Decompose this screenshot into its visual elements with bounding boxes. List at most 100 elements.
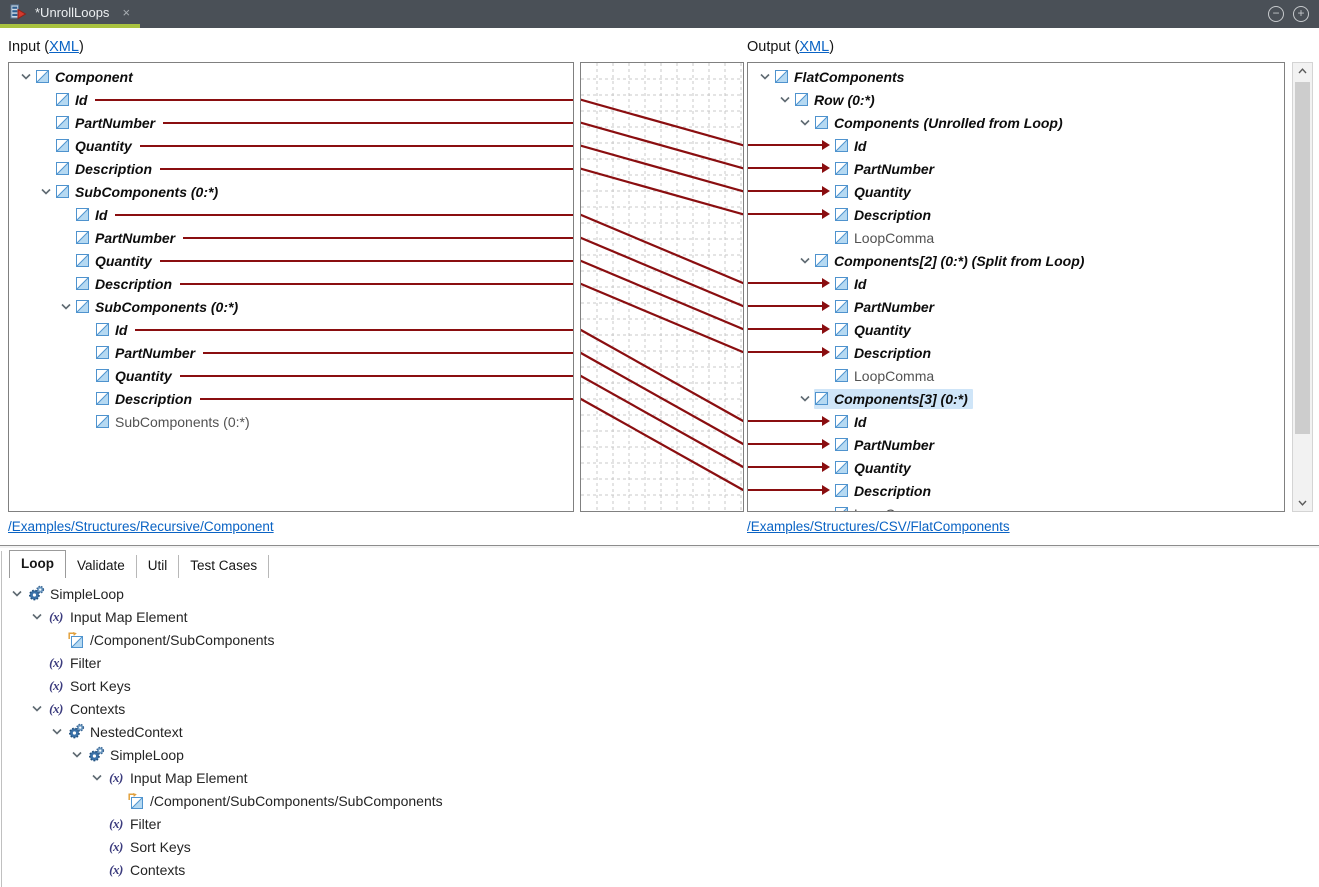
zoom-in-button[interactable]: +	[1293, 6, 1309, 22]
output-scrollbar[interactable]	[1292, 62, 1313, 512]
xml-element-icon	[775, 70, 788, 83]
tree-row[interactable]: PartNumber	[9, 226, 573, 249]
tree-row[interactable]: Description	[9, 387, 573, 410]
mapping-canvas[interactable]	[580, 62, 744, 512]
xml-element-icon	[835, 231, 848, 244]
tree-row[interactable]: Description	[9, 157, 573, 180]
loop-tree-row[interactable]: (x)Filter	[0, 651, 1319, 674]
tree-row[interactable]: LoopComma	[748, 502, 1284, 511]
output-structure-path-link[interactable]: /Examples/Structures/CSV/FlatComponents	[747, 519, 1010, 534]
loop-tree-row[interactable]: /Component/SubComponents/SubComponents	[0, 789, 1319, 812]
document-tab[interactable]: *UnrollLoops ×	[0, 0, 141, 28]
tree-row[interactable]: Description	[748, 479, 1284, 502]
tab-util[interactable]: Util	[137, 555, 180, 578]
chevron-down-icon[interactable]	[776, 96, 794, 103]
chevron-down-icon[interactable]	[28, 705, 46, 712]
input-structure-path-link[interactable]: /Examples/Structures/Recursive/Component	[8, 519, 274, 534]
tree-row[interactable]: Quantity	[9, 134, 573, 157]
mapping-connection-line[interactable]	[581, 282, 743, 354]
tree-row[interactable]: PartNumber	[748, 295, 1284, 318]
chevron-down-icon[interactable]	[28, 613, 46, 620]
tree-row[interactable]: Id	[9, 88, 573, 111]
chevron-down-icon[interactable]	[68, 751, 86, 758]
tree-row[interactable]: Quantity	[748, 456, 1284, 479]
tree-row[interactable]: Quantity	[748, 318, 1284, 341]
mapping-connection-line[interactable]	[581, 328, 743, 423]
tree-row[interactable]: LoopComma	[748, 364, 1284, 387]
loop-tree-row[interactable]: (x)Contexts	[0, 697, 1319, 720]
tab-test-cases[interactable]: Test Cases	[179, 555, 270, 578]
scroll-down-icon[interactable]	[1293, 495, 1312, 511]
mapping-connection-line[interactable]	[581, 121, 743, 170]
tree-row[interactable]: PartNumber	[9, 111, 573, 134]
tree-row[interactable]: Id	[9, 203, 573, 226]
tree-row[interactable]: Quantity	[748, 180, 1284, 203]
mapping-connection-line[interactable]	[581, 167, 743, 216]
tree-row[interactable]: PartNumber	[748, 433, 1284, 456]
scroll-up-icon[interactable]	[1293, 63, 1312, 79]
xml-element-icon	[795, 93, 808, 106]
mapping-connection-line[interactable]	[581, 259, 743, 331]
tree-row[interactable]: Component	[9, 65, 573, 88]
tree-row[interactable]: PartNumber	[9, 341, 573, 364]
scrollbar-thumb[interactable]	[1295, 82, 1310, 434]
mapping-connection-line[interactable]	[581, 397, 743, 492]
indent-spacer	[748, 398, 796, 399]
chevron-down-icon[interactable]	[796, 119, 814, 126]
loop-tree-row[interactable]: (x)Input Map Element	[0, 766, 1319, 789]
zoom-out-button[interactable]: −	[1268, 6, 1284, 22]
mapping-connection-line[interactable]	[581, 98, 743, 147]
tree-row[interactable]: Components (Unrolled from Loop)	[748, 111, 1284, 134]
chevron-down-icon[interactable]	[57, 303, 75, 310]
tree-row[interactable]: LoopComma	[748, 226, 1284, 249]
tree-row[interactable]: Quantity	[9, 364, 573, 387]
chevron-down-icon[interactable]	[37, 188, 55, 195]
tree-row[interactable]: Description	[748, 203, 1284, 226]
horizontal-splitter[interactable]	[0, 545, 1319, 548]
chevron-down-icon[interactable]	[48, 728, 66, 735]
mapping-connection-line[interactable]	[581, 236, 743, 308]
loop-tree-row[interactable]: (x)Sort Keys	[0, 674, 1319, 697]
chevron-down-icon[interactable]	[796, 395, 814, 402]
tree-row[interactable]: PartNumber	[748, 157, 1284, 180]
chevron-down-icon[interactable]	[796, 257, 814, 264]
tree-item-label: LoopComma	[854, 229, 935, 246]
tree-row[interactable]: SubComponents (0:*)	[9, 180, 573, 203]
tree-row[interactable]: Quantity	[9, 249, 573, 272]
loop-tree-row[interactable]: (x)Filter	[0, 812, 1319, 835]
loop-tree-row[interactable]: (x)Contexts	[0, 858, 1319, 881]
loop-tree-row[interactable]: SimpleLoop	[0, 743, 1319, 766]
mapping-connection-line[interactable]	[581, 351, 743, 446]
tree-row[interactable]: Id	[748, 410, 1284, 433]
mapping-connection-line[interactable]	[581, 144, 743, 193]
chevron-down-icon[interactable]	[88, 774, 106, 781]
tree-row[interactable]: Id	[748, 272, 1284, 295]
chevron-down-icon[interactable]	[756, 73, 774, 80]
tree-row[interactable]: SubComponents (0:*)	[9, 295, 573, 318]
loop-tree-row[interactable]: /Component/SubComponents	[0, 628, 1319, 651]
loop-tree-row[interactable]: (x)Sort Keys	[0, 835, 1319, 858]
tree-row[interactable]: Components[3] (0:*)	[748, 387, 1284, 410]
tab-validate[interactable]: Validate	[66, 555, 137, 578]
tree-row[interactable]: Description	[748, 341, 1284, 364]
tree-row[interactable]: Description	[9, 272, 573, 295]
mapping-arrow	[748, 301, 830, 311]
mapping-connection-line[interactable]	[581, 374, 743, 469]
tree-row[interactable]: Id	[9, 318, 573, 341]
loop-tree-row[interactable]: NestedContext	[0, 720, 1319, 743]
tab-loop[interactable]: Loop	[9, 550, 66, 578]
tree-row[interactable]: Id	[748, 134, 1284, 157]
tree-row[interactable]: Row (0:*)	[748, 88, 1284, 111]
loop-tree-row[interactable]: SimpleLoop	[0, 582, 1319, 605]
chevron-down-icon[interactable]	[17, 73, 35, 80]
input-xml-link[interactable]: XML	[49, 39, 79, 55]
tree-row[interactable]: Components[2] (0:*) (Split from Loop)	[748, 249, 1284, 272]
mapping-connection-line[interactable]	[581, 213, 743, 285]
close-tab-icon[interactable]: ×	[122, 4, 131, 20]
tree-row[interactable]: FlatComponents	[748, 65, 1284, 88]
tree-row[interactable]: SubComponents (0:*)	[9, 410, 573, 433]
chevron-down-icon[interactable]	[8, 590, 26, 597]
loop-tree-row[interactable]: (x)Input Map Element	[0, 605, 1319, 628]
output-xml-link[interactable]: XML	[799, 39, 830, 55]
